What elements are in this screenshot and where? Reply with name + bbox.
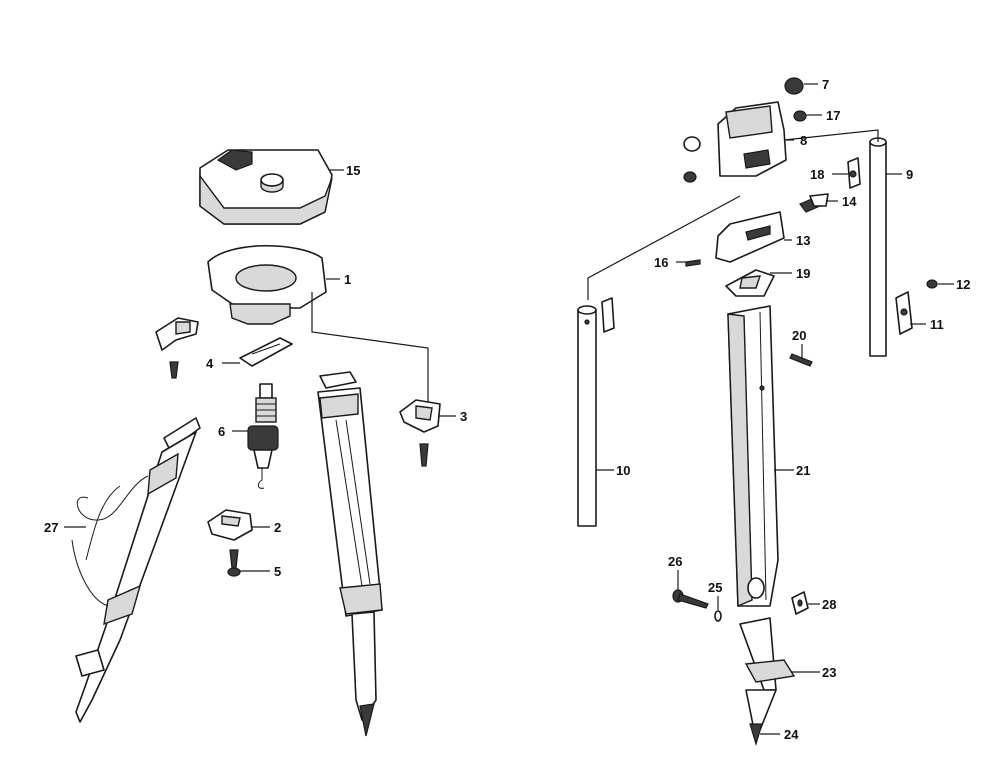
callout-9: 9 <box>906 167 913 182</box>
callout-6: 6 <box>218 424 225 439</box>
callout-8: 8 <box>800 133 807 148</box>
callout-19: 19 <box>796 266 810 281</box>
leader-line-8-9 <box>783 129 879 142</box>
part-17-screw <box>683 110 807 183</box>
part-11-bracket <box>895 291 913 335</box>
callout-3: 3 <box>460 409 467 424</box>
part-28-nut <box>791 591 809 615</box>
callout-27: 27 <box>44 520 58 535</box>
part-8-top-block <box>717 101 787 177</box>
callout-26: 26 <box>668 554 682 569</box>
callout-4: 4 <box>206 356 214 371</box>
leader-line-1-3 <box>311 292 429 408</box>
callout-10: 10 <box>616 463 630 478</box>
callout-25: 25 <box>708 580 722 595</box>
callouts: 15 1 4 6 3 2 5 27 7 17 8 9 18 14 13 16 1 <box>44 77 970 742</box>
callout-20: 20 <box>792 328 806 343</box>
callout-1: 1 <box>344 272 351 287</box>
part-7-cap <box>683 77 804 152</box>
part-10-rod <box>577 305 597 527</box>
part-27-tripod-leg-strap <box>71 417 201 723</box>
callout-2: 2 <box>274 520 281 535</box>
part-15-head-cover <box>199 149 333 225</box>
callout-17: 17 <box>826 108 840 123</box>
part-19-clip <box>725 269 775 297</box>
callout-12: 12 <box>956 277 970 292</box>
part-16-screw <box>685 259 701 267</box>
part-10-bracket <box>601 297 615 333</box>
part-21-leg-channel <box>727 305 779 608</box>
part-20-screw <box>789 353 813 367</box>
callout-11: 11 <box>930 317 944 332</box>
callout-7: 7 <box>822 77 829 92</box>
callout-15: 15 <box>346 163 360 178</box>
part-26-bolt <box>672 589 709 609</box>
part-5-screw <box>227 549 241 577</box>
callout-28: 28 <box>822 597 836 612</box>
part-25-washer <box>714 610 722 622</box>
part-14-wing-screw <box>799 193 829 213</box>
part-24-spike <box>745 689 777 747</box>
part-leg-clamp <box>155 317 199 379</box>
part-18-bracket <box>847 157 861 189</box>
callout-18: 18 <box>810 167 824 182</box>
part-2-block <box>207 509 253 541</box>
callout-16: 16 <box>654 255 668 270</box>
part-13-middle-block <box>715 211 785 263</box>
part-9-rod <box>869 137 887 357</box>
callout-21: 21 <box>796 463 810 478</box>
leader-line-8-10 <box>587 195 741 300</box>
callout-14: 14 <box>842 194 857 209</box>
callout-23: 23 <box>822 665 836 680</box>
part-23-foot <box>739 617 796 691</box>
part-tripod-leg-center <box>317 371 383 737</box>
part-4-washer <box>239 337 293 367</box>
callout-13: 13 <box>796 233 810 248</box>
callout-5: 5 <box>274 564 281 579</box>
part-6-center-screw <box>247 383 279 489</box>
callout-24: 24 <box>784 727 799 742</box>
part-12-screw <box>926 279 938 289</box>
part-1-head-plate <box>207 244 327 325</box>
part-3-clamp <box>399 399 441 467</box>
